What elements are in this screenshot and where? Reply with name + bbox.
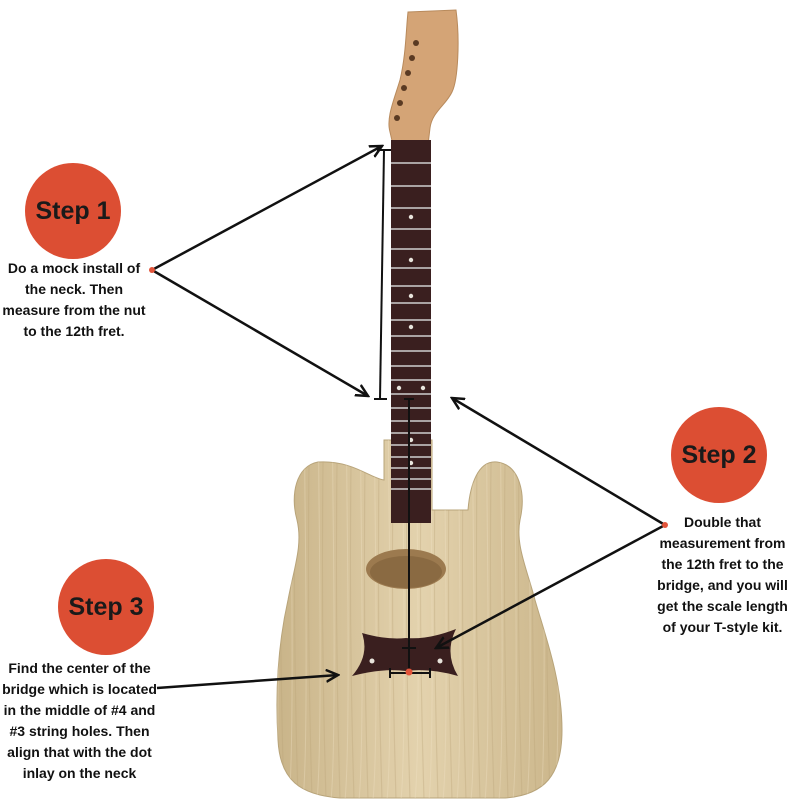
bridge bbox=[352, 629, 458, 676]
step2-text: Double that measurement from the 12th fr… bbox=[657, 514, 788, 635]
string-hole-right bbox=[437, 658, 443, 664]
inlay-dot-5 bbox=[396, 385, 402, 391]
tuner-hole-1 bbox=[413, 40, 419, 46]
headstock bbox=[388, 9, 459, 146]
guitar-neck bbox=[388, 9, 459, 523]
nut-to-12th-measure-line bbox=[379, 149, 385, 400]
inlay-dot-4 bbox=[408, 324, 414, 330]
string-hole-left bbox=[369, 658, 375, 664]
step1-label: Step 1 bbox=[35, 196, 111, 225]
step3-arrow-to-bridge bbox=[156, 675, 338, 690]
step1-arrow-to-nut bbox=[151, 146, 382, 272]
tuner-hole-2 bbox=[409, 55, 415, 61]
step2-label: Step 2 bbox=[681, 440, 757, 469]
tuner-hole-4 bbox=[401, 85, 407, 91]
inlay-dot-2 bbox=[408, 257, 414, 263]
step3-text: Find the center of the bridge which is l… bbox=[2, 660, 157, 781]
step3-badge: Step 3 bbox=[58, 559, 154, 655]
frets bbox=[391, 162, 431, 490]
tuner-hole-6 bbox=[394, 115, 400, 121]
step1-arrow-to-12th-fret bbox=[151, 268, 368, 396]
arrows bbox=[151, 146, 666, 690]
bridge-center-dot bbox=[405, 668, 413, 676]
step1-marker-dot bbox=[149, 267, 155, 273]
step3-label: Step 3 bbox=[68, 592, 144, 621]
step2-arrow-to-bridge bbox=[436, 523, 666, 648]
step2-marker-dot bbox=[662, 522, 668, 528]
fretboard bbox=[391, 140, 431, 523]
tuner-hole-3 bbox=[405, 70, 411, 76]
inlay-dot-3 bbox=[408, 293, 414, 299]
inlay-dot-6 bbox=[420, 385, 426, 391]
guitar-body bbox=[276, 439, 563, 799]
step2-badge: Step 2 bbox=[671, 407, 767, 503]
inlay-dot-1 bbox=[408, 214, 414, 220]
step1-badge: Step 1 bbox=[25, 163, 121, 259]
tuner-hole-5 bbox=[397, 100, 403, 106]
step1-text: Do a mock install of the neck. Then meas… bbox=[2, 260, 146, 339]
step2-arrow-to-12th-fret bbox=[452, 398, 666, 527]
